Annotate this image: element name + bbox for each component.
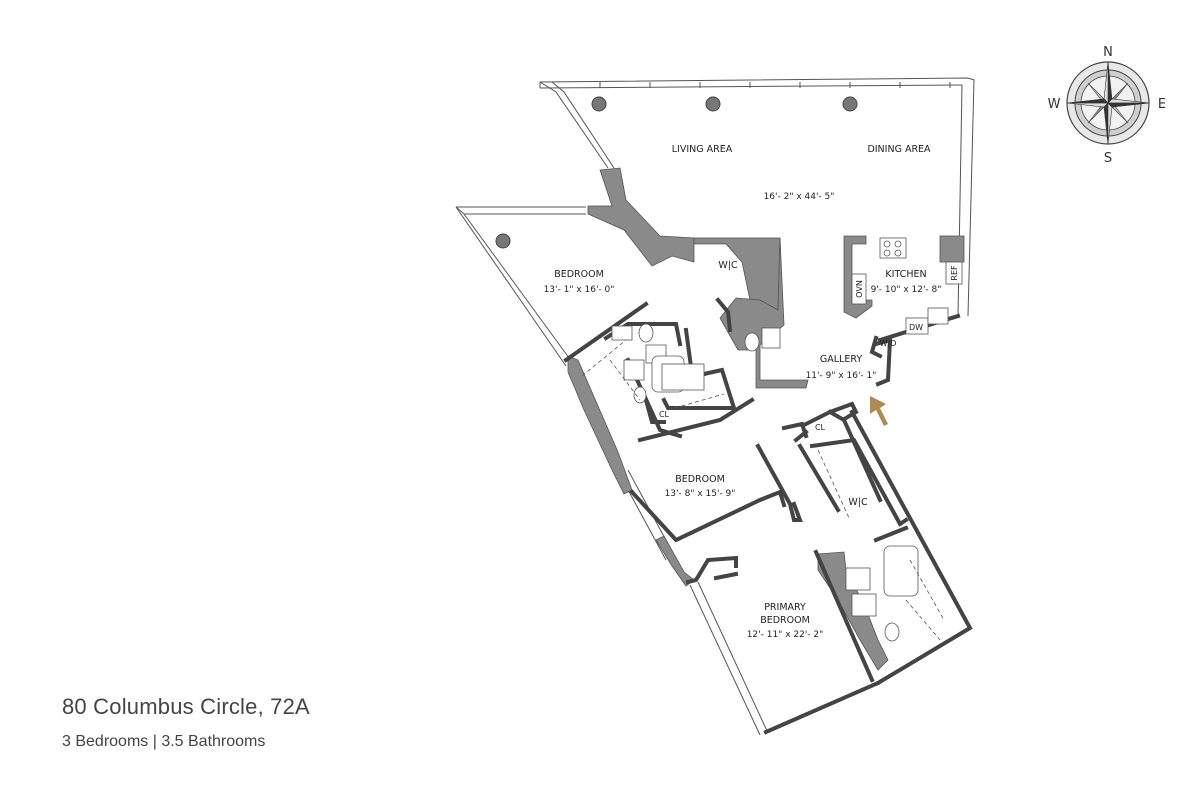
compass-west: W xyxy=(1048,97,1061,112)
refrigerator-label: REF xyxy=(950,265,959,281)
kitchen-label: KITCHEN xyxy=(885,269,926,280)
dw-label: DW xyxy=(909,323,923,332)
wic1-label: W|C xyxy=(718,260,738,271)
kitchen-dims: 9'- 10" x 12'- 8" xyxy=(871,285,942,295)
room-labels: LIVING AREA DINING AREA 16'- 2" x 44'- 5… xyxy=(544,144,959,640)
primary-bedroom-label-2: BEDROOM xyxy=(760,615,810,626)
bedroom1-label: BEDROOM xyxy=(554,269,604,280)
compass-north: N xyxy=(1103,45,1113,60)
gallery-dims: 11'- 9" x 16'- 1" xyxy=(806,371,877,381)
compass-east: E xyxy=(1158,97,1166,112)
bedroom2-dims: 13'- 8" x 15'- 9" xyxy=(665,489,736,499)
compass-rose: N S E W xyxy=(1048,45,1167,166)
living-dining-dims: 16'- 2" x 44'- 5" xyxy=(764,192,835,202)
compass-south: S xyxy=(1104,151,1112,166)
listing-address: 80 Columbus Circle, 72A xyxy=(62,694,310,719)
wd-label: W/D xyxy=(880,339,897,348)
living-area-label: LIVING AREA xyxy=(672,144,733,155)
dining-area-label: DINING AREA xyxy=(867,144,931,155)
cl1-label: CL xyxy=(659,410,670,419)
structural-columns xyxy=(495,96,858,249)
gallery-label: GALLERY xyxy=(820,354,862,365)
oven-label: OVN xyxy=(855,280,864,298)
exterior-envelope xyxy=(455,77,975,736)
cl2-label: CL xyxy=(815,423,826,432)
wic2-label: W|C xyxy=(848,497,868,508)
listing-summary: 3 Bedrooms | 3.5 Bathrooms xyxy=(62,733,266,750)
primary-bedroom-dims: 12'- 11" x 22'- 2" xyxy=(747,630,824,640)
fixtures xyxy=(581,237,963,642)
primary-bedroom-label-1: PRIMARY xyxy=(764,602,806,613)
entry-arrow xyxy=(870,396,888,426)
bedroom1-dims: 13'- 1" x 16'- 0" xyxy=(544,285,615,295)
bedroom2-label: BEDROOM xyxy=(675,474,725,485)
